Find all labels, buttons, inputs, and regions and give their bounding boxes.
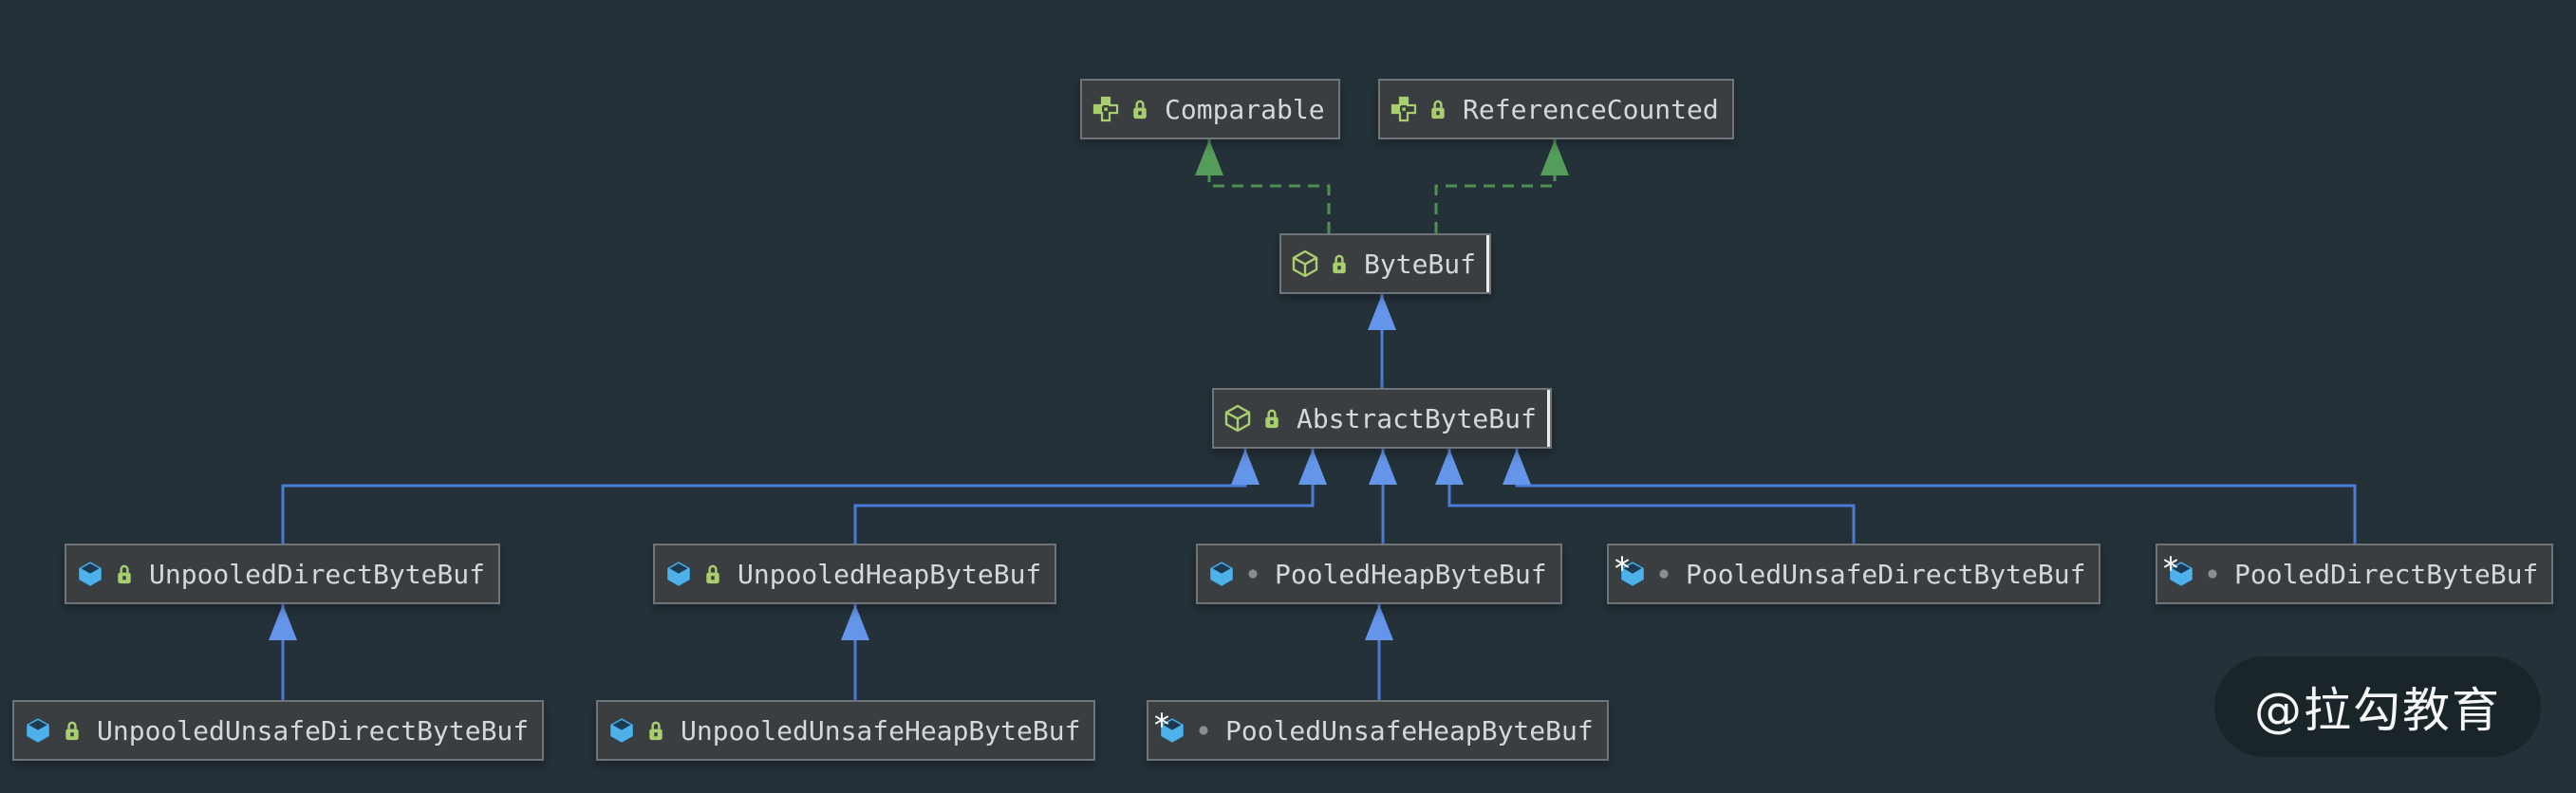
implements-arrowhead	[1195, 139, 1223, 175]
class-name: PooledHeapByteBuf	[1275, 558, 1547, 590]
lock-icon	[63, 719, 82, 743]
package-private-icon	[1197, 724, 1210, 737]
abstract-class-icon	[1223, 404, 1252, 433]
class-icon	[76, 560, 104, 588]
extends-arrowhead	[269, 604, 297, 640]
interface-icon	[1092, 95, 1120, 123]
class-name: UnpooledUnsafeHeapByteBuf	[681, 714, 1081, 747]
class-name: UnpooledDirectByteBuf	[149, 558, 486, 590]
class-name: UnpooledHeapByteBuf	[737, 558, 1042, 590]
extends-arrowhead	[841, 604, 869, 640]
abstract-class-icon	[1291, 249, 1319, 278]
final-class-icon	[1615, 556, 1647, 588]
class-name: ReferenceCounted	[1463, 93, 1719, 125]
lock-icon	[1330, 252, 1349, 276]
class-node-unpooled-direct-bytebuf[interactable]: UnpooledDirectByteBuf	[65, 544, 501, 604]
class-icon	[607, 716, 636, 745]
class-node-pooled-unsafe-heap-bytebuf[interactable]: PooledUnsafeHeapByteBuf	[1147, 700, 1609, 761]
final-class-icon	[1155, 712, 1186, 745]
class-name: Comparable	[1165, 93, 1325, 125]
extends-arrowhead	[1369, 449, 1397, 485]
extends-arrowhead	[1503, 449, 1531, 485]
class-node-unpooled-unsafe-heap-bytebuf[interactable]: UnpooledUnsafeHeapByteBuf	[596, 700, 1096, 761]
class-node-comparable[interactable]: Comparable	[1080, 79, 1340, 139]
lock-icon	[1428, 98, 1447, 121]
class-node-abstract-bytebuf[interactable]: AbstractByteBuf	[1212, 388, 1552, 449]
package-private-icon	[1246, 567, 1260, 581]
package-private-icon	[1657, 567, 1671, 581]
class-icon	[24, 716, 52, 745]
extends-arrowhead	[1435, 449, 1464, 485]
class-icon	[664, 560, 693, 588]
class-node-unpooled-heap-bytebuf[interactable]: UnpooledHeapByteBuf	[653, 544, 1057, 604]
lock-icon	[115, 562, 134, 586]
class-name: ByteBuf	[1364, 248, 1477, 280]
lock-icon	[703, 562, 722, 586]
extends-arrowhead	[1298, 449, 1327, 485]
extends-edge-unpooled-heap-bytebuf-to-abstract-bytebuf	[853, 449, 1315, 544]
implements-arrowhead	[1540, 139, 1569, 175]
class-name: PooledUnsafeDirectByteBuf	[1686, 558, 2086, 590]
implements-edge-bytebuf-to-reference-counted	[1434, 139, 1557, 233]
final-class-icon	[2164, 556, 2195, 588]
class-node-bytebuf[interactable]: ByteBuf	[1279, 233, 1492, 294]
extends-arrowhead	[1231, 449, 1260, 485]
extends-edge-pooled-unsafe-direct-bytebuf-to-abstract-bytebuf	[1447, 449, 1856, 544]
extends-edge-unpooled-direct-bytebuf-to-abstract-bytebuf	[281, 449, 1247, 544]
extends-arrowhead	[1365, 604, 1393, 640]
extends-edge-pooled-direct-bytebuf-to-abstract-bytebuf	[1515, 449, 2357, 544]
class-node-unpooled-unsafe-direct-bytebuf[interactable]: UnpooledUnsafeDirectByteBuf	[12, 700, 545, 761]
class-name: PooledDirectByteBuf	[2234, 558, 2539, 590]
class-node-pooled-heap-bytebuf[interactable]: PooledHeapByteBuf	[1196, 544, 1562, 604]
interface-icon	[1390, 95, 1418, 123]
extends-arrowhead	[1368, 294, 1396, 330]
class-name: AbstractByteBuf	[1297, 402, 1537, 434]
watermark: @拉勾教育	[2214, 656, 2541, 757]
class-name: PooledUnsafeHeapByteBuf	[1225, 714, 1594, 747]
lock-icon	[1130, 98, 1149, 121]
class-icon	[1207, 560, 1236, 588]
class-node-pooled-direct-bytebuf[interactable]: PooledDirectByteBuf	[2156, 544, 2554, 604]
lock-icon	[1262, 407, 1281, 431]
implements-edge-bytebuf-to-comparable	[1207, 139, 1331, 233]
package-private-icon	[2206, 567, 2219, 581]
class-name: UnpooledUnsafeDirectByteBuf	[97, 714, 530, 747]
lock-icon	[646, 719, 665, 743]
class-node-pooled-unsafe-direct-bytebuf[interactable]: PooledUnsafeDirectByteBuf	[1607, 544, 2101, 604]
class-node-reference-counted[interactable]: ReferenceCounted	[1378, 79, 1734, 139]
